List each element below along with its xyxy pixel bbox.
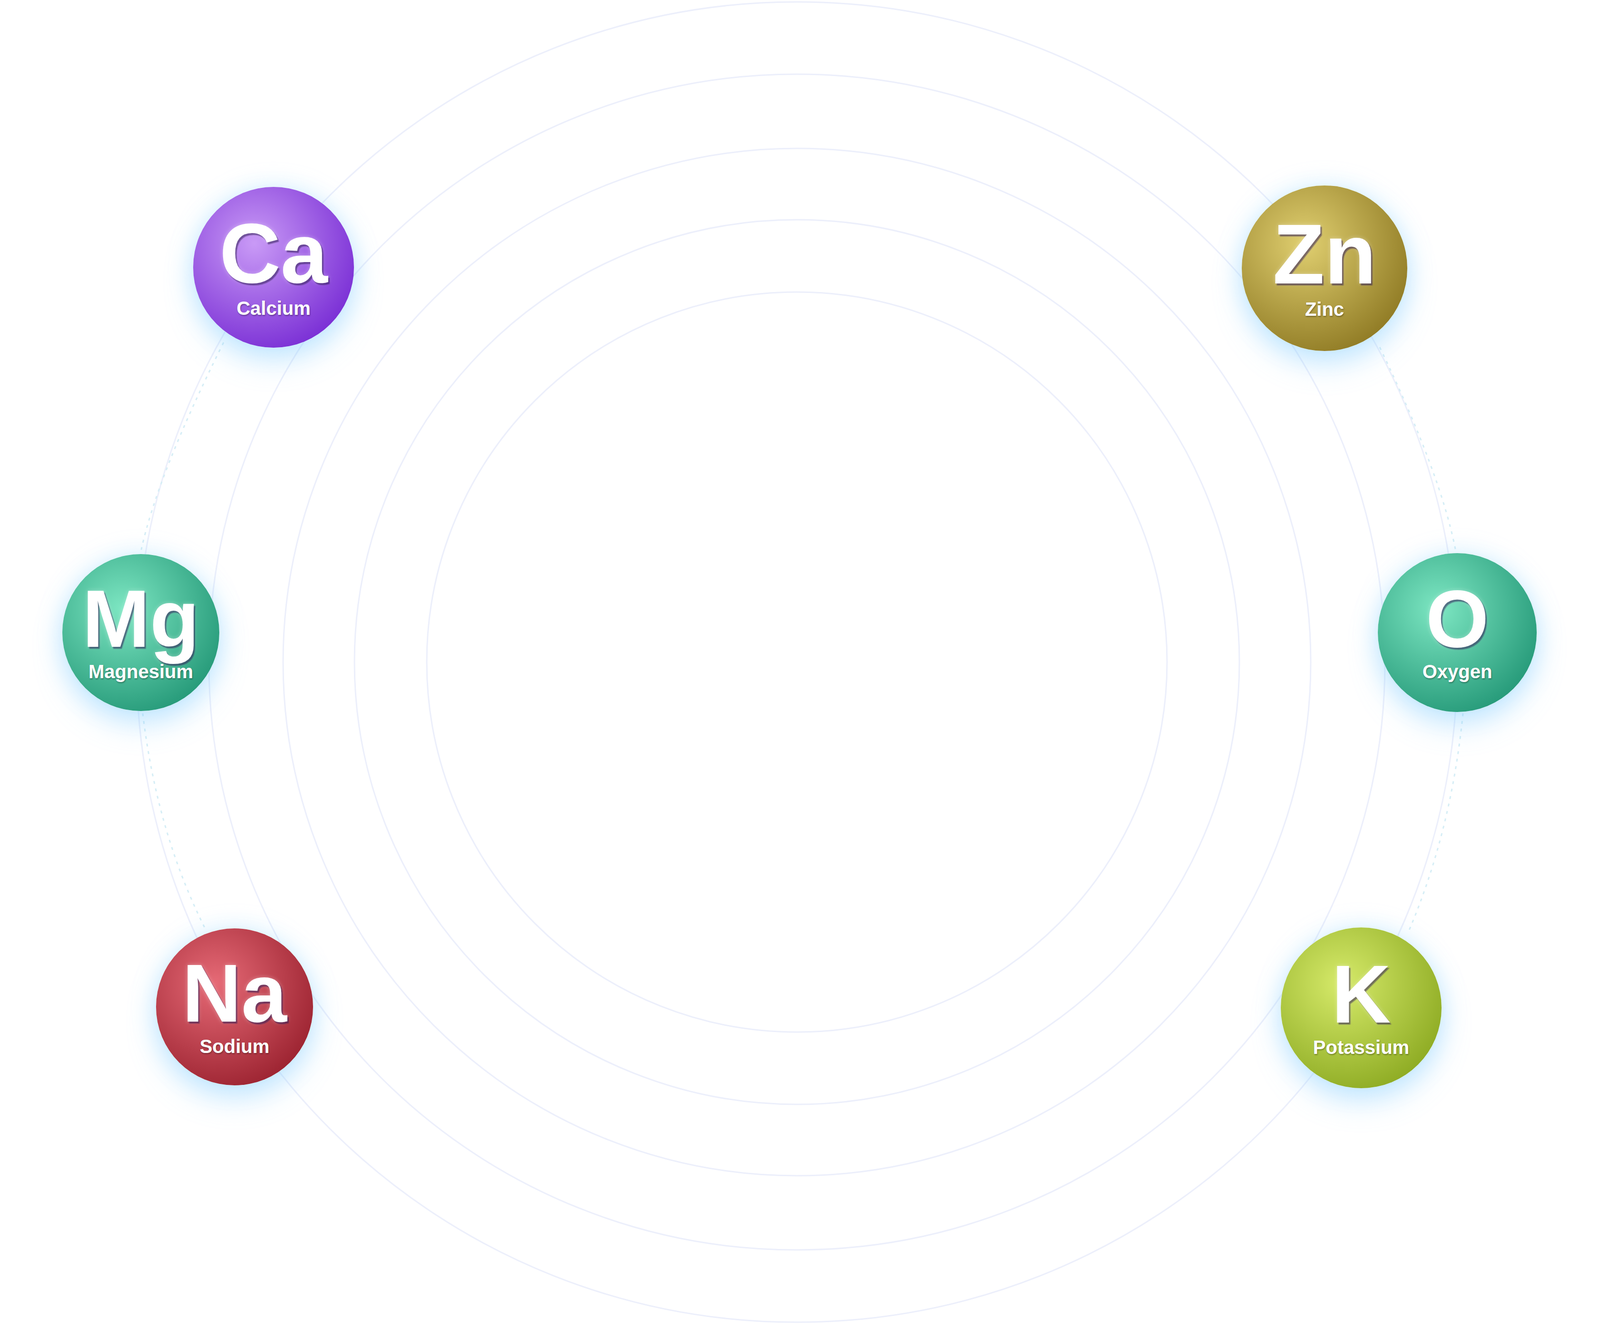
element-sphere: MgMagnesium [62,554,220,712]
orbit-ring [426,292,1168,1033]
element-sphere: NaSodium [156,928,314,1086]
element-name: Oxygen [1422,661,1493,683]
element-symbol: Na [182,952,287,1035]
orbit-trace [1379,347,1456,552]
element-symbol: Ca [219,211,328,296]
element-symbol: Zn [1272,212,1376,297]
element-sphere: KPotassium [1280,927,1442,1089]
orbit-ring [208,74,1385,1251]
element-symbol: Mg [82,578,199,660]
element-sphere: CaCalcium [193,186,354,348]
orbit-ring [354,219,1240,1105]
element-name: Sodium [199,1036,270,1058]
orbit-ring [136,1,1458,1323]
orbit-trace [1408,713,1463,933]
element-name: Calcium [236,297,311,319]
element-symbol: K [1331,953,1391,1036]
element-sphere: ZnZinc [1241,185,1408,352]
element-sphere: OOxygen [1377,553,1537,713]
element-name: Potassium [1313,1037,1410,1059]
orbit-trace [140,342,224,552]
element-name: Magnesium [88,661,194,683]
element-name: Zinc [1305,298,1345,320]
element-symbol: O [1425,578,1489,660]
orbit-ring [283,148,1311,1177]
orbit-trace [142,713,205,928]
